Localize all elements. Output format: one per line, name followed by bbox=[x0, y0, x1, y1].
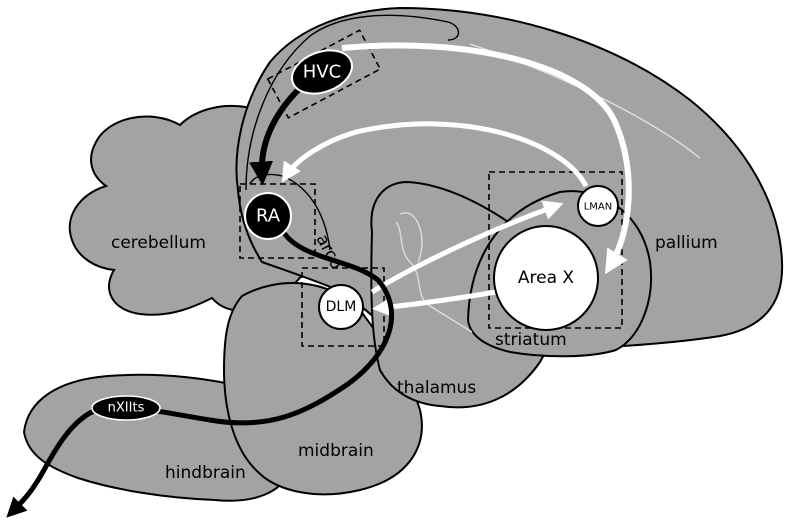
ra-node: RA bbox=[244, 192, 292, 240]
hvc-to-area-x-path bbox=[341, 42, 632, 275]
hvc-label: HVC bbox=[303, 62, 341, 83]
hvc-node: HVC bbox=[291, 49, 353, 95]
pallium-label: pallium bbox=[655, 233, 718, 253]
dlm-to-lman-path bbox=[370, 200, 564, 295]
ra-to-nxiits-path bbox=[6, 228, 395, 518]
lman-node: LMAN bbox=[577, 185, 619, 227]
midbrain-label: midbrain bbox=[298, 441, 374, 461]
ra-label: RA bbox=[256, 206, 281, 227]
cerebellum-label: cerebellum bbox=[111, 233, 206, 253]
ra-dashed-box bbox=[239, 183, 316, 259]
thalamus-label: thalamus bbox=[397, 378, 476, 398]
nxiits-label: nXIIts bbox=[108, 401, 145, 416]
pallial-lamina-line bbox=[245, 14, 460, 191]
area-x-node: Area X bbox=[493, 225, 599, 331]
nxiits-node: nXIIts bbox=[91, 395, 161, 421]
lamina-light-loop bbox=[399, 212, 423, 263]
hvc-to-ra-path bbox=[249, 85, 303, 186]
lman-label: LMAN bbox=[584, 202, 613, 213]
striatum-label: striatum bbox=[495, 330, 567, 350]
dlm-label: DLM bbox=[326, 299, 357, 315]
lamina-light-line bbox=[395, 221, 473, 333]
hindbrain-label: hindbrain bbox=[165, 463, 246, 483]
lman-to-ra-path bbox=[281, 121, 589, 188]
dlm-node: DLM bbox=[318, 284, 364, 330]
area-x-label: Area X bbox=[518, 268, 575, 288]
